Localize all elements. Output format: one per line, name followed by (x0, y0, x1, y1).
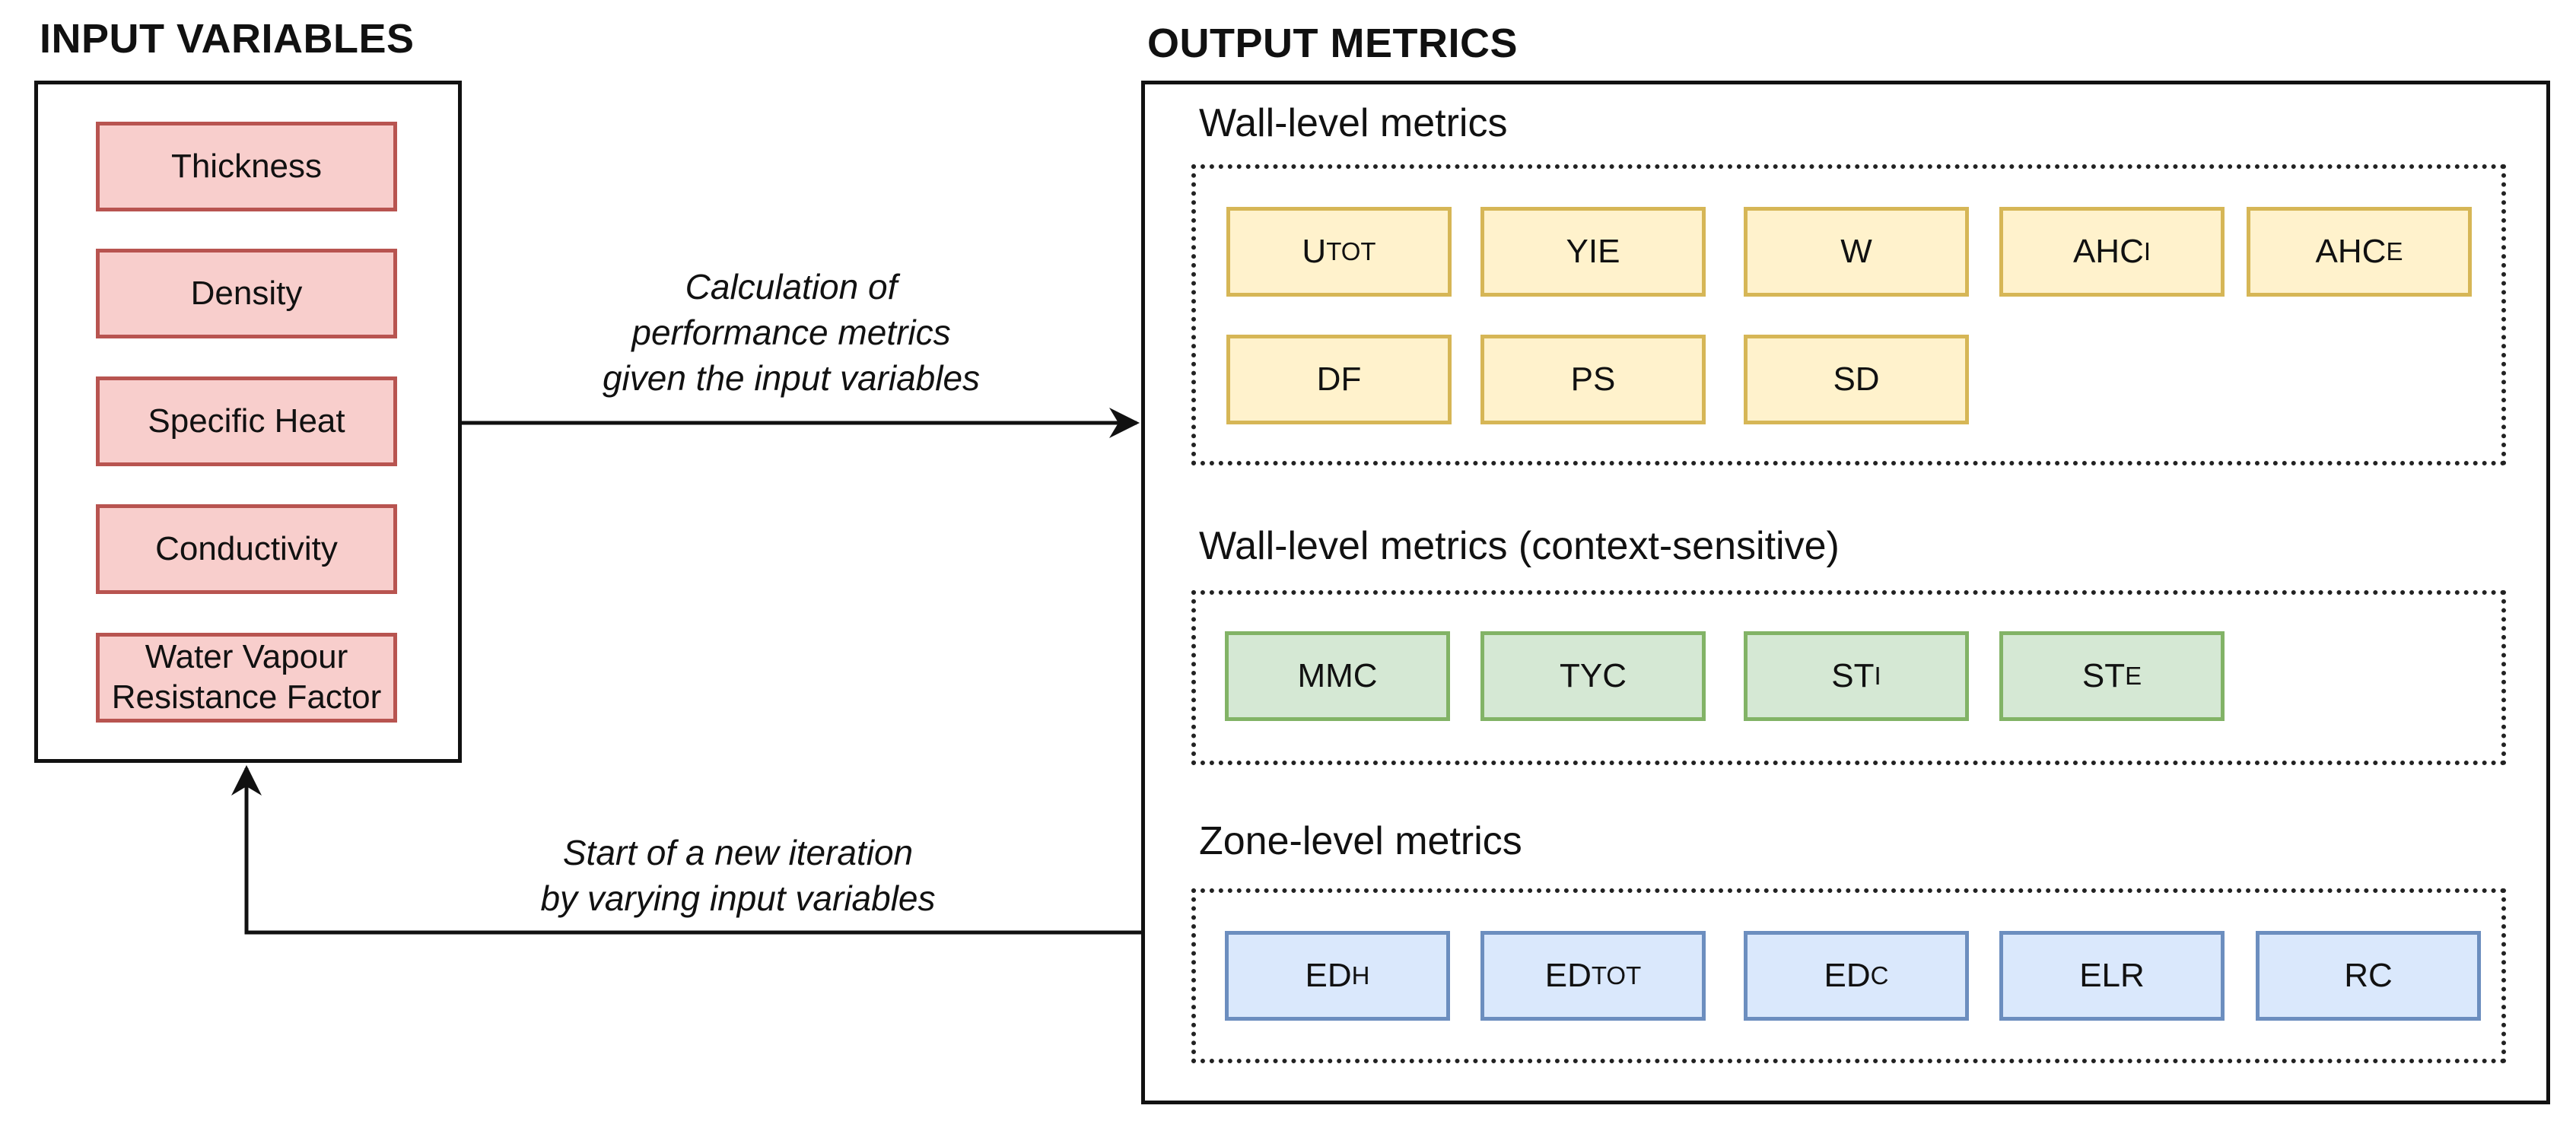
context-sensitive-metrics-group (1191, 590, 2506, 765)
input-water-vapour-label-line1: Water Vapour (145, 638, 348, 676)
input-thickness-label: Thickness (170, 147, 323, 185)
zone-level-metrics-group (1191, 888, 2506, 1063)
forward-label-line1: Calculation of (685, 267, 898, 307)
metric-ahc-e-main: AHC (2315, 232, 2387, 270)
metric-tyc: TYC (1480, 631, 1706, 721)
input-specific-heat: Specific Heat (96, 376, 397, 466)
metric-ahc-i-sub: I (2143, 237, 2151, 266)
input-density-label: Density (190, 274, 303, 312)
metric-sd-label: SD (1833, 360, 1880, 398)
metric-df-label: DF (1316, 360, 1362, 398)
input-water-vapour-resistance-factor: Water Vapour Resistance Factor (96, 633, 397, 723)
metric-sd: SD (1744, 335, 1969, 424)
metric-ps: PS (1480, 335, 1706, 424)
wall-level-metrics-group (1191, 164, 2506, 465)
metric-mmc-label: MMC (1297, 656, 1378, 694)
backward-label-line1: Start of a new iteration (562, 833, 914, 872)
metric-u-tot-main: U (1302, 232, 1327, 270)
metric-yie: YIE (1480, 207, 1706, 297)
output-metrics-title: OUTPUT METRICS (1147, 21, 1518, 66)
context-sensitive-metrics-label: Wall-level metrics (context-sensitive) (1199, 524, 1840, 568)
zone-level-metrics-label: Zone-level metrics (1199, 819, 1522, 863)
metric-w-label: W (1840, 232, 1872, 270)
metric-ed-tot-sub: TOT (1591, 961, 1642, 990)
backward-arrow (231, 765, 1141, 935)
input-specific-heat-label: Specific Heat (148, 402, 345, 440)
metric-tyc-label: TYC (1560, 656, 1627, 694)
metric-ed-c-sub: C (1870, 961, 1889, 990)
metric-elr: ELR (1999, 931, 2225, 1021)
forward-arrow-label: Calculation of performance metrics given… (533, 265, 1050, 401)
input-conductivity: Conductivity (96, 504, 397, 594)
input-water-vapour-label-line2: Resistance Factor (111, 678, 382, 716)
metric-ed-h-sub: H (1351, 961, 1370, 990)
metric-st-i-main: ST (1831, 656, 1875, 694)
input-variables-container (34, 81, 462, 763)
input-thickness: Thickness (96, 122, 397, 211)
metric-ed-h-main: ED (1305, 956, 1352, 994)
metric-df: DF (1226, 335, 1452, 424)
metric-ps-label: PS (1570, 360, 1616, 398)
input-conductivity-label: Conductivity (155, 529, 338, 567)
metric-rc: RC (2256, 931, 2481, 1021)
metric-w: W (1744, 207, 1969, 297)
metric-st-i-sub: I (1874, 662, 1881, 691)
wall-level-metrics-label: Wall-level metrics (1199, 101, 1508, 145)
metric-ahc-e-sub: E (2386, 237, 2403, 266)
metric-ed-c-main: ED (1824, 956, 1871, 994)
metric-st-e-sub: E (2125, 662, 2142, 691)
metric-u-tot-sub: TOT (1326, 237, 1376, 266)
input-variables-title: INPUT VARIABLES (40, 16, 415, 62)
metric-ed-tot-main: ED (1544, 956, 1592, 994)
metric-st-e-main: ST (2081, 656, 2126, 694)
backward-arrow-label: Start of a new iteration by varying inpu… (472, 831, 1004, 922)
forward-label-line2: performance metrics (631, 312, 951, 352)
metric-ahc-i-main: AHC (2072, 232, 2144, 270)
metric-yie-label: YIE (1566, 232, 1620, 270)
metric-rc-label: RC (2344, 956, 2393, 994)
metric-elr-label: ELR (2079, 956, 2145, 994)
forward-label-line3: given the input variables (602, 357, 981, 398)
backward-label-line2: by varying input variables (540, 878, 936, 918)
input-density: Density (96, 249, 397, 338)
metric-mmc: MMC (1225, 631, 1450, 721)
output-metrics-container (1141, 81, 2550, 1104)
